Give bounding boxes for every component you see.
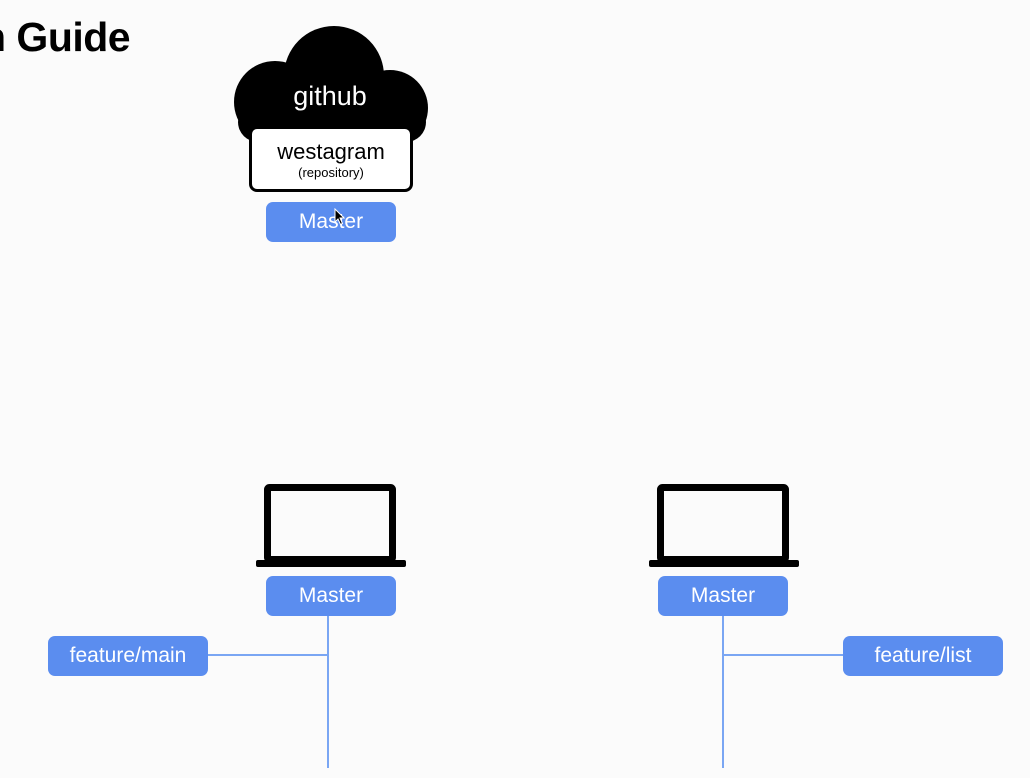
repository-name: westagram: [277, 139, 385, 164]
right-feature-branch[interactable]: feature/list: [843, 636, 1003, 676]
page-title: n Guide: [0, 14, 131, 60]
laptop-icon: [649, 484, 799, 567]
left-master-branch[interactable]: Master: [266, 576, 396, 616]
repository-box: westagram (repository): [249, 126, 413, 192]
remote-master-branch[interactable]: Master: [266, 202, 396, 242]
left-feature-branch[interactable]: feature/main: [48, 636, 208, 676]
laptop-icon: [256, 484, 406, 567]
cursor-icon: [334, 208, 346, 226]
cloud-label: github: [293, 81, 367, 111]
repository-subtitle: (repository): [298, 165, 364, 180]
right-master-branch[interactable]: Master: [658, 576, 788, 616]
